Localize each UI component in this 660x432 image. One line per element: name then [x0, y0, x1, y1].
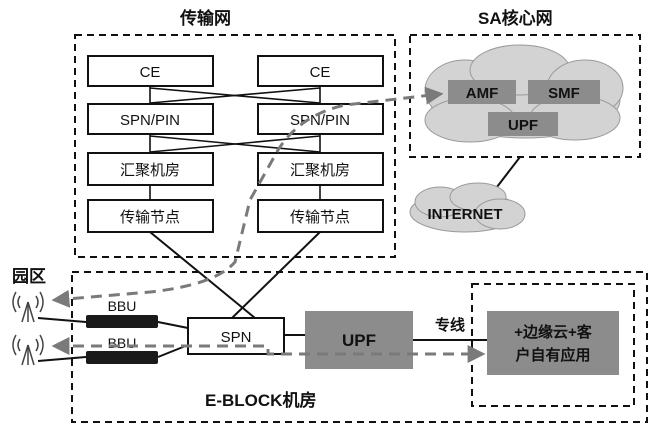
left-aggregation-room-label: 汇聚机房: [120, 162, 180, 179]
internet-label: INTERNET: [428, 206, 503, 223]
amf-node: [448, 80, 516, 104]
transport-network-title: 传输网: [179, 8, 231, 28]
dedicated-line-label: 专线: [435, 316, 465, 334]
smf-node: [528, 80, 600, 104]
core-upf-label: UPF: [508, 117, 538, 134]
bbu-label-top: BBU: [108, 298, 137, 314]
left-transport-node-label: 传输节点: [120, 209, 180, 226]
antenna-icon: [12, 334, 44, 366]
left-spn-pin-label: SPN/PIN: [120, 112, 180, 129]
right-ce-label: CE: [310, 64, 331, 81]
right-ce-box: [257, 55, 384, 87]
bbu-block-bottom: [86, 351, 158, 364]
eblock-spn-label: SPN: [221, 329, 252, 346]
core-upf-node: [488, 112, 558, 136]
transport-to-spn-links: [149, 231, 321, 319]
antenna-bbu-link: [37, 356, 87, 362]
campus-label: 园区: [12, 267, 46, 286]
antenna-bbu-link: [37, 317, 87, 323]
sa-core-title: SA核心网: [478, 8, 553, 28]
edge-app-line2: 户自有应用: [515, 346, 590, 364]
left-ce-box: [87, 55, 214, 87]
antenna-icon: [12, 291, 44, 323]
bbu-spn-link: [157, 321, 189, 329]
traffic-path-to-core: [51, 86, 444, 308]
left-ce-label: CE: [140, 64, 161, 81]
edge-upf-label: UPF: [342, 331, 376, 350]
right-transport-node-label: 传输节点: [290, 209, 350, 226]
amf-label: AMF: [466, 85, 499, 102]
traffic-path-to-edge: [51, 337, 486, 363]
eblock-title: E-BLOCK机房: [205, 390, 316, 410]
smf-label: SMF: [548, 85, 580, 102]
right-aggregation-room-label: 汇聚机房: [290, 162, 350, 179]
bbu-label-bottom: BBU: [108, 335, 137, 351]
edge-app-box: [487, 311, 619, 375]
edge-app-line1: +边缘云+客: [514, 323, 593, 341]
bbu-block-top: [86, 315, 158, 328]
